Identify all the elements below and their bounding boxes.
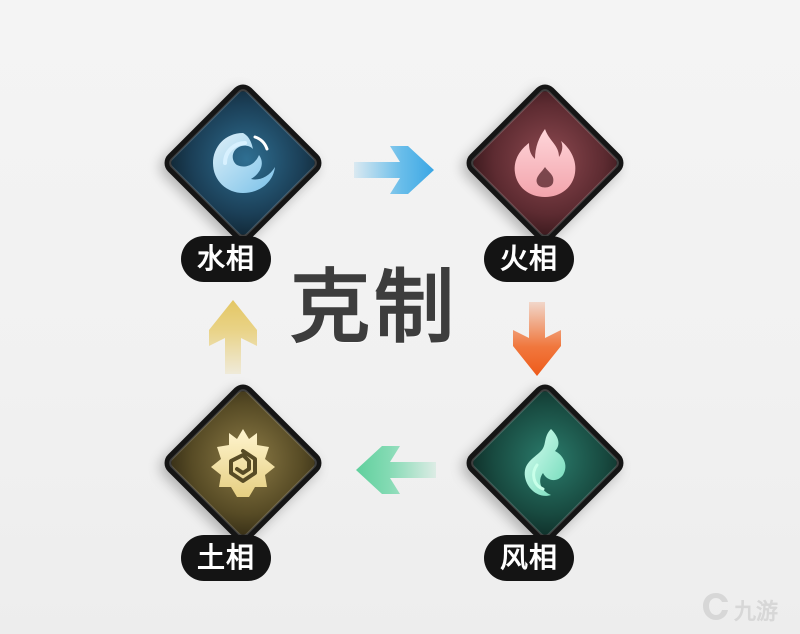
- arrow-fire-to-wind: [513, 302, 561, 376]
- earth-element-node: [155, 375, 331, 551]
- wind-swirl-icon: [524, 429, 566, 496]
- water-element-node: [155, 75, 331, 251]
- water-wave-icon: [213, 133, 275, 193]
- earth-element-label: 土相: [181, 535, 272, 581]
- fire-element-node: [457, 75, 633, 251]
- arrow-water-to-fire: [354, 146, 434, 194]
- wind-element-label: 风相: [484, 535, 575, 581]
- fire-flame-icon: [514, 129, 576, 197]
- watermark: 九游: [700, 590, 796, 626]
- earth-spiral-icon: [211, 429, 275, 497]
- fire-element-label: 火相: [484, 236, 575, 282]
- arrow-wind-to-earth: [356, 446, 436, 494]
- wind-element-node: [457, 375, 633, 551]
- watermark-logo-icon: [703, 593, 728, 620]
- water-element-label: 水相: [181, 236, 272, 282]
- center-label: 克制: [290, 261, 458, 354]
- watermark-text: 九游: [734, 600, 779, 625]
- arrow-earth-to-water: [209, 300, 257, 374]
